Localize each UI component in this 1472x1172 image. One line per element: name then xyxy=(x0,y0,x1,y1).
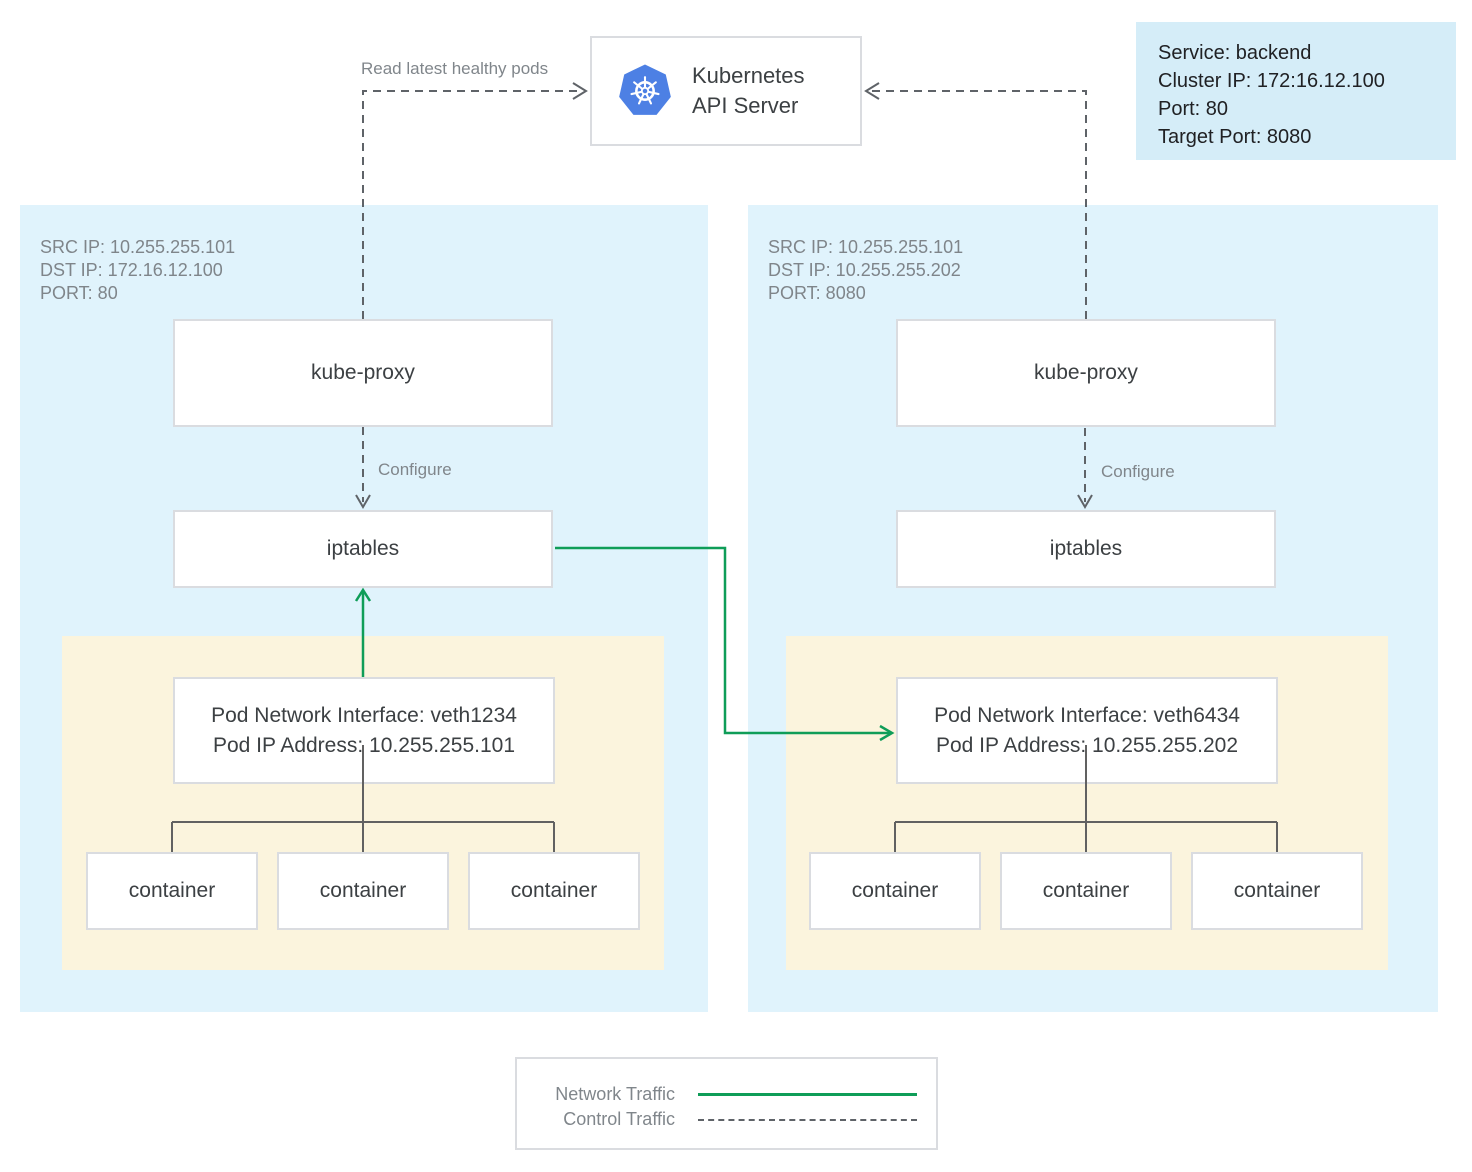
node-left-meta: SRC IP: 10.255.255.101 DST IP: 172.16.12… xyxy=(40,236,235,305)
configure-right-edge-label: Configure xyxy=(1101,462,1175,481)
pod-left-interface-line1: Pod Network Interface: veth1234 xyxy=(211,703,517,727)
container-box: container xyxy=(468,852,640,930)
container-box: container xyxy=(277,852,449,930)
service-target-port: Target Port: 8080 xyxy=(1158,126,1312,148)
service-name: Service: backend xyxy=(1158,42,1312,64)
network-traffic-line-swatch xyxy=(698,1093,917,1096)
container-box: container xyxy=(1000,852,1172,930)
iptables-left-label: iptables xyxy=(326,537,400,560)
node-left-dst-ip: DST IP: 172.16.12.100 xyxy=(40,260,223,280)
container-label: container xyxy=(319,879,407,902)
api-server-box: Kubernetes API Server xyxy=(590,36,862,146)
node-right-dst-ip: DST IP: 10.255.255.202 xyxy=(768,260,961,280)
iptables-right-label: iptables xyxy=(1049,537,1123,560)
legend-control-label: Control Traffic xyxy=(563,1109,675,1129)
container-box: container xyxy=(809,852,981,930)
node-left-port: PORT: 80 xyxy=(40,283,118,303)
container-label: container xyxy=(1233,879,1321,902)
node-left: SRC IP: 10.255.255.101 DST IP: 172.16.12… xyxy=(20,205,708,1012)
pod-left-interface-box: Pod Network Interface: veth1234 Pod IP A… xyxy=(173,677,555,784)
iptables-left-box: iptables xyxy=(173,510,553,588)
iptables-right-box: iptables xyxy=(896,510,1276,588)
container-label: container xyxy=(128,879,216,902)
service-cluster-ip: Cluster IP: 172:16.12.100 xyxy=(1158,70,1385,92)
pod-left: Pod Network Interface: veth1234 Pod IP A… xyxy=(62,636,664,970)
kube-proxy-left-label: kube-proxy xyxy=(311,361,415,384)
pod-right-interface-line1: Pod Network Interface: veth6434 xyxy=(934,703,1240,727)
node-right: SRC IP: 10.255.255.101 DST IP: 10.255.25… xyxy=(748,205,1438,1012)
kube-proxy-left-box: kube-proxy xyxy=(173,319,553,427)
service-info-box: Service: backend Cluster IP: 172:16.12.1… xyxy=(1136,22,1456,160)
api-server-label-line1: Kubernetes xyxy=(692,63,805,88)
container-box: container xyxy=(86,852,258,930)
pod-right-interface-line2: Pod IP Address: 10.255.255.202 xyxy=(935,733,1239,757)
read-pods-edge-label: Read latest healthy pods xyxy=(361,59,549,78)
legend-row-control: Control Traffic xyxy=(517,1107,936,1132)
container-box: container xyxy=(1191,852,1363,930)
pod-right-interface-box: Pod Network Interface: veth6434 Pod IP A… xyxy=(896,677,1278,784)
kube-proxy-right-box: kube-proxy xyxy=(896,319,1276,427)
pod-left-interface-line2: Pod IP Address: 10.255.255.101 xyxy=(212,733,516,757)
kube-proxy-right-label: kube-proxy xyxy=(1034,361,1138,384)
legend-network-label: Network Traffic xyxy=(555,1084,675,1104)
control-traffic-line-swatch xyxy=(698,1118,917,1121)
node-left-src-ip: SRC IP: 10.255.255.101 xyxy=(40,237,236,257)
container-label: container xyxy=(1042,879,1130,902)
kubernetes-logo-icon xyxy=(619,64,671,115)
legend-row-network: Network Traffic xyxy=(517,1082,936,1107)
node-right-port: PORT: 8080 xyxy=(768,283,866,303)
node-right-src-ip: SRC IP: 10.255.255.101 xyxy=(768,237,964,257)
service-port: Port: 80 xyxy=(1158,98,1229,120)
legend-box: Network Traffic Control Traffic xyxy=(515,1057,938,1150)
node-right-meta: SRC IP: 10.255.255.101 DST IP: 10.255.25… xyxy=(768,236,963,305)
container-label: container xyxy=(510,879,598,902)
configure-left-edge-label: Configure xyxy=(378,460,452,479)
pod-right: Pod Network Interface: veth6434 Pod IP A… xyxy=(786,636,1388,970)
container-label: container xyxy=(851,879,939,902)
api-server-label-line2: API Server xyxy=(692,93,799,118)
